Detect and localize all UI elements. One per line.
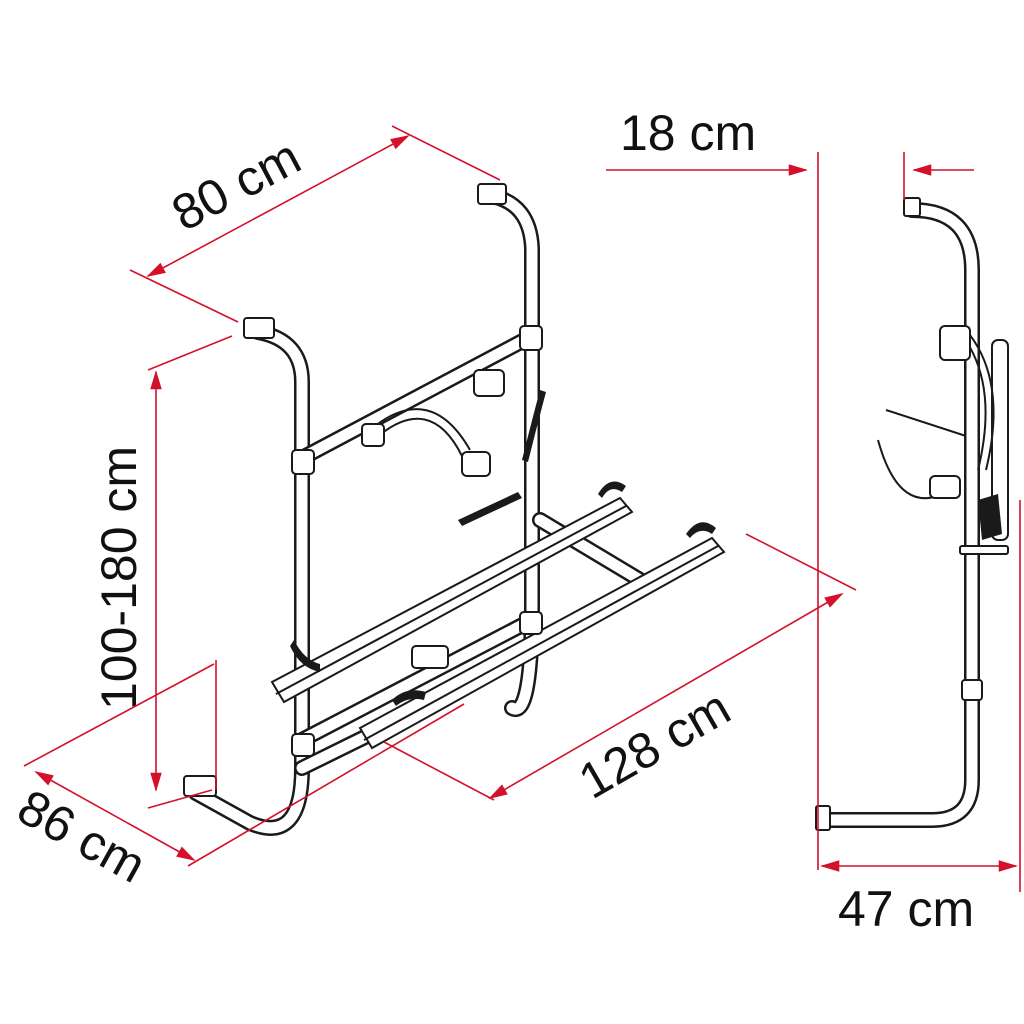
dimension-line-100-180cm [147, 335, 233, 809]
dimension-label-80cm: 80 cm [163, 128, 310, 241]
dimension-line-80cm [129, 125, 501, 323]
dimension-label-86cm: 86 cm [9, 779, 155, 894]
dimension-line-47cm [820, 500, 1021, 892]
carrier-perspective-view [183, 183, 726, 836]
dimension-label-18cm: 18 cm [620, 105, 756, 161]
dimension-line-86cm [23, 660, 465, 867]
dimension-label-47cm: 47 cm [838, 881, 974, 937]
carrier-side-view [815, 197, 1009, 831]
dimension-label-100-180cm: 100-180 cm [91, 446, 147, 710]
dimension-line-128cm [383, 533, 857, 801]
dimension-line-18cm [606, 152, 974, 870]
dimension-label-128cm: 128 cm [570, 679, 740, 809]
